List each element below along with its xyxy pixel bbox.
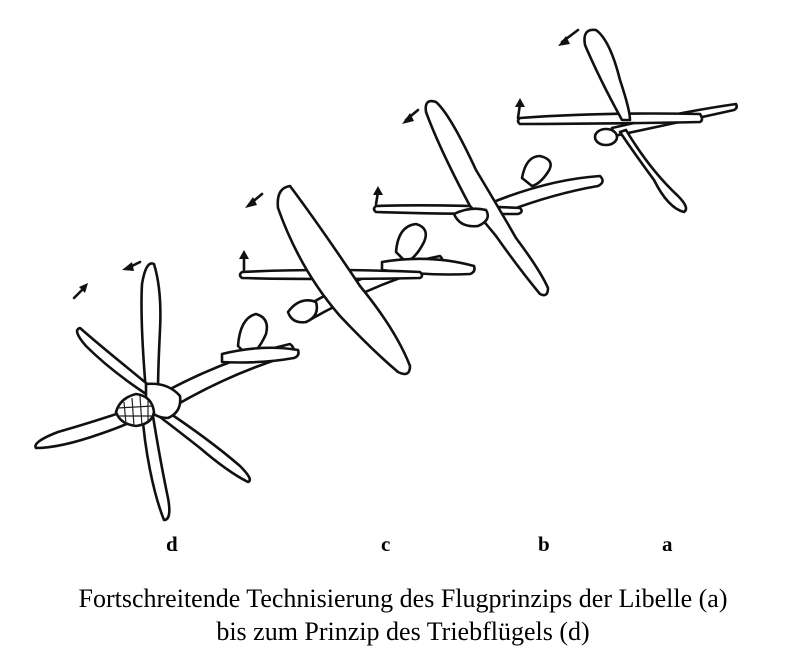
flight-principle-illustration [34, 28, 738, 522]
caption-line-2: bis zum Prinzip des Triebflügels (d) [216, 617, 590, 646]
label-c: c [381, 532, 391, 556]
label-b: b [538, 532, 550, 556]
figure-caption: Fortschreitende Technisierung des Flugpr… [0, 582, 806, 648]
figure-b-craft [372, 99, 604, 297]
label-a: a [662, 532, 673, 556]
caption-line-1: Fortschreitende Technisierung des Flugpr… [78, 584, 728, 613]
figure-c-aircraft [238, 184, 476, 376]
figure-d-triebfluegel [34, 260, 300, 522]
figure-a-dragonfly [515, 28, 738, 214]
label-d: d [166, 532, 178, 556]
